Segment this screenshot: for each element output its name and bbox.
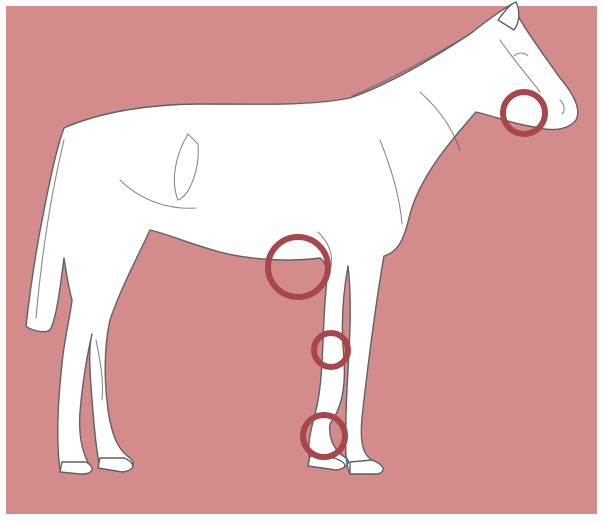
horse-hoof-rear-left xyxy=(60,462,92,474)
